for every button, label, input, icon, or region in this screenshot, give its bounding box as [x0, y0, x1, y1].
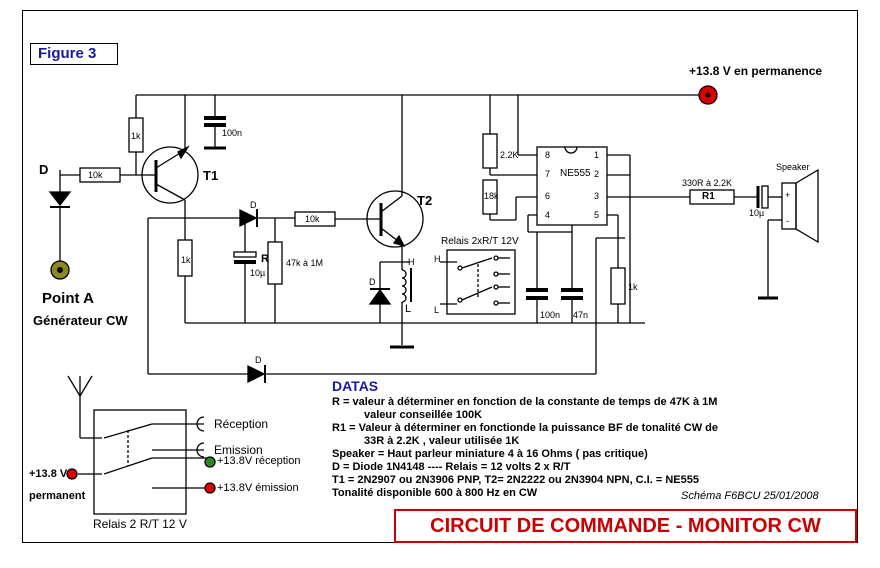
- label-c47n: 47n: [573, 310, 589, 320]
- datas-line: T1 = 2N2907 ou 2N3906 PNP, T2= 2N2222 ou…: [332, 474, 699, 486]
- datas-line: R = valeur à déterminer en fonction de l…: [332, 396, 718, 408]
- capacitor-100n-top: [204, 95, 226, 150]
- terminal-supply-relay: [66, 468, 78, 480]
- label-speaker: Speaker: [776, 162, 810, 172]
- label-sp-minus: -: [786, 216, 789, 226]
- relay-caption: Relais 2 R/T 12 V: [93, 517, 187, 531]
- label-generator: Générateur CW: [33, 313, 128, 328]
- label-diode-bottom: D: [255, 355, 262, 365]
- resistor-r-timing: [267, 218, 283, 323]
- label-r: R: [261, 253, 269, 265]
- datas-line: R1 = Valeur à déterminer en fonctionde l…: [332, 422, 719, 434]
- label-r10k-2: 10k: [305, 214, 320, 224]
- label-supply-b: permanent: [29, 490, 86, 502]
- resistor-r1: [689, 189, 758, 205]
- label-r1-range: 330R à 2.2K: [682, 178, 733, 188]
- label-plus-reception: +13.8V réception: [217, 455, 301, 467]
- label-plus-emission: +13.8V émission: [217, 482, 299, 494]
- pin-8: 8: [545, 150, 551, 160]
- label-r18k: 18k: [484, 191, 499, 201]
- relay-contacts: [440, 249, 516, 315]
- label-coil-h: H: [408, 257, 415, 267]
- label-r1k-mid: 1k: [181, 255, 191, 265]
- label-c10u-out: 10µ: [749, 208, 765, 218]
- datas-line: valeur conseillée 100K: [364, 409, 483, 421]
- label-relay-l: L: [434, 305, 440, 315]
- resistor-10k-base-t2: [294, 211, 375, 227]
- diode-d-timing: [185, 208, 295, 228]
- page-title: CIRCUIT DE COMMANDE - MONITOR CW: [394, 509, 857, 543]
- label-ne555: NE555: [560, 168, 591, 179]
- pin-6: 6: [545, 191, 551, 201]
- label-point-a: Point A: [42, 290, 94, 307]
- label-relay-h: H: [434, 254, 441, 264]
- label-r1: R1: [702, 191, 715, 202]
- antenna-relay-block: [67, 375, 206, 515]
- label-c100n-bottom: 100n: [540, 310, 561, 320]
- datas-line: Tonalité disponible 600 à 800 Hz en CW: [332, 487, 538, 499]
- label-c10u: 10µ: [250, 268, 266, 278]
- datas-block: DATAS R = valeur à déterminer en fonctio…: [332, 378, 852, 500]
- label-r-value: 47k à 1M: [286, 258, 324, 268]
- capacitor-10u-output: [756, 185, 782, 209]
- pin-5: 5: [594, 210, 600, 220]
- diode-coil: [368, 262, 392, 323]
- label-diode-coil: D: [369, 277, 376, 287]
- diode-bottom: [247, 237, 625, 384]
- figure-label: Figure 3: [30, 43, 118, 65]
- label-r2k2: 2.2K: [500, 150, 519, 160]
- relay-coil: [380, 261, 414, 349]
- resistor-18k: [482, 174, 537, 221]
- label-sp-plus: +: [785, 190, 791, 200]
- label-c100n-top: 100n: [222, 128, 243, 138]
- ne555-chip: [517, 95, 690, 323]
- label-r1k-right: 1k: [628, 282, 638, 292]
- label-r10k-1: 10k: [88, 170, 103, 180]
- pin-2: 2: [594, 169, 600, 179]
- pin-3: 3: [594, 191, 600, 201]
- datas-line: D = Diode 1N4148 ---- Relais = 12 volts …: [332, 461, 571, 473]
- pin-7: 7: [545, 169, 551, 179]
- terminal-plus-emission: [204, 482, 216, 494]
- point-a-terminal: [50, 260, 70, 280]
- label-t1: T1: [203, 168, 219, 183]
- speaker-symbol: [758, 168, 819, 300]
- resistor-2k2: [482, 95, 498, 175]
- datas-header: DATAS: [332, 378, 379, 394]
- resistor-10k-base-t1: [79, 167, 148, 183]
- datas-line: 33R à 2.2K , valeur utilisée 1K: [364, 435, 520, 447]
- resistor-1k-right: [610, 238, 626, 323]
- label-relay: Relais 2xR/T 12V: [441, 236, 519, 247]
- label-t2: T2: [417, 193, 433, 208]
- pin-1: 1: [594, 150, 600, 160]
- terminal-plus-reception: [204, 456, 216, 468]
- label-reception: Réception: [214, 417, 269, 431]
- label-supply-a: +13.8 V: [29, 468, 68, 480]
- transistor-t1: [141, 95, 199, 240]
- signature: Schéma F6BCU 25/01/2008: [681, 490, 819, 502]
- resistor-1k-collector: [177, 239, 193, 323]
- transistor-t2: [366, 95, 424, 262]
- label-emission: Emission: [214, 443, 263, 457]
- label-d-input: D: [39, 162, 49, 177]
- resistor-1k-bias: [128, 95, 144, 175]
- label-r1k-top: 1k: [131, 131, 141, 141]
- capacitor-100n-bottom: [526, 232, 548, 323]
- capacitor-10u-timing: [233, 218, 257, 323]
- input-diode: [48, 170, 80, 262]
- supply-label: +13.8 V en permanence: [689, 64, 823, 78]
- supply-terminal: [698, 85, 718, 105]
- pin-4: 4: [545, 210, 551, 220]
- capacitor-47n: [561, 232, 583, 323]
- label-coil-l: L: [405, 303, 412, 315]
- label-diode-d1: D: [250, 200, 257, 210]
- datas-line: Speaker = Haut parleur miniature 4 à 16 …: [332, 448, 648, 460]
